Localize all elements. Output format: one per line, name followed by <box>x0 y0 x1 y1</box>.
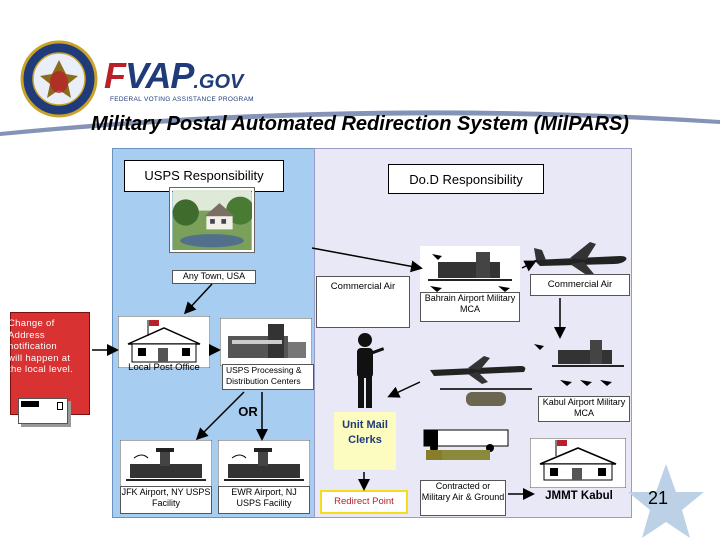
contracted-transport-label: Contracted or Military Air & Ground <box>420 480 506 516</box>
processing-centers-label: USPS Processing & Distribution Centers <box>222 364 314 390</box>
jmmt-kabul-label: JMMT Kabul <box>545 490 613 502</box>
page-number: 21 <box>647 488 669 508</box>
commercial-air-left-label: Commercial Air <box>316 276 410 328</box>
bahrain-airport-icon <box>420 246 520 296</box>
unit-mail-clerks-label: Unit Mail Clerks <box>342 419 388 446</box>
star-icon <box>628 464 704 538</box>
dod-seal-icon <box>20 40 98 118</box>
kabul-airport-label: Kabul Airport Military MCA <box>538 396 630 422</box>
local-post-office-label: Local Post Office <box>128 362 200 373</box>
any-town-label: Any Town, USA <box>172 270 256 284</box>
fvap-wordmark: FVAP.GOV <box>104 55 244 96</box>
or-label: OR <box>238 404 258 419</box>
post-office-icon <box>118 316 210 368</box>
fvap-logo: FVAP.GOV FEDERAL VOTING ASSISTANCE PROGR… <box>104 56 254 108</box>
change-of-address-box <box>10 312 90 415</box>
jmmt-building-icon <box>530 438 626 488</box>
header-swoosh <box>0 110 720 136</box>
change-of-address-text: Change of Address notification will happ… <box>8 318 74 375</box>
page-title: Military Postal Automated Redirection Sy… <box>91 113 629 135</box>
dod-responsibility-label: Do.D Responsibility <box>388 164 544 194</box>
kabul-logistics-icon <box>423 340 624 460</box>
bahrain-airport-label: Bahrain Airport Military MCA <box>420 292 520 322</box>
ewr-facility-icon <box>218 440 310 490</box>
house-photo-icon <box>169 187 255 253</box>
jfk-facility-label: JFK Airport, NY USPS Facility <box>120 486 212 514</box>
fvap-subtitle: FEDERAL VOTING ASSISTANCE PROGRAM <box>110 96 254 103</box>
jfk-facility-icon <box>120 440 212 490</box>
ewr-facility-label: EWR Airport, NJ USPS Facility <box>218 486 310 514</box>
commercial-air-right-label: Commercial Air <box>530 274 630 296</box>
soldier-icon <box>357 333 384 408</box>
address-card-icon <box>18 398 68 424</box>
processing-center-icon <box>220 318 312 366</box>
unit-mail-clerks-box <box>334 412 396 470</box>
commercial-jet-icon <box>534 242 627 276</box>
redirect-point-box: Redirect Point <box>320 490 408 514</box>
